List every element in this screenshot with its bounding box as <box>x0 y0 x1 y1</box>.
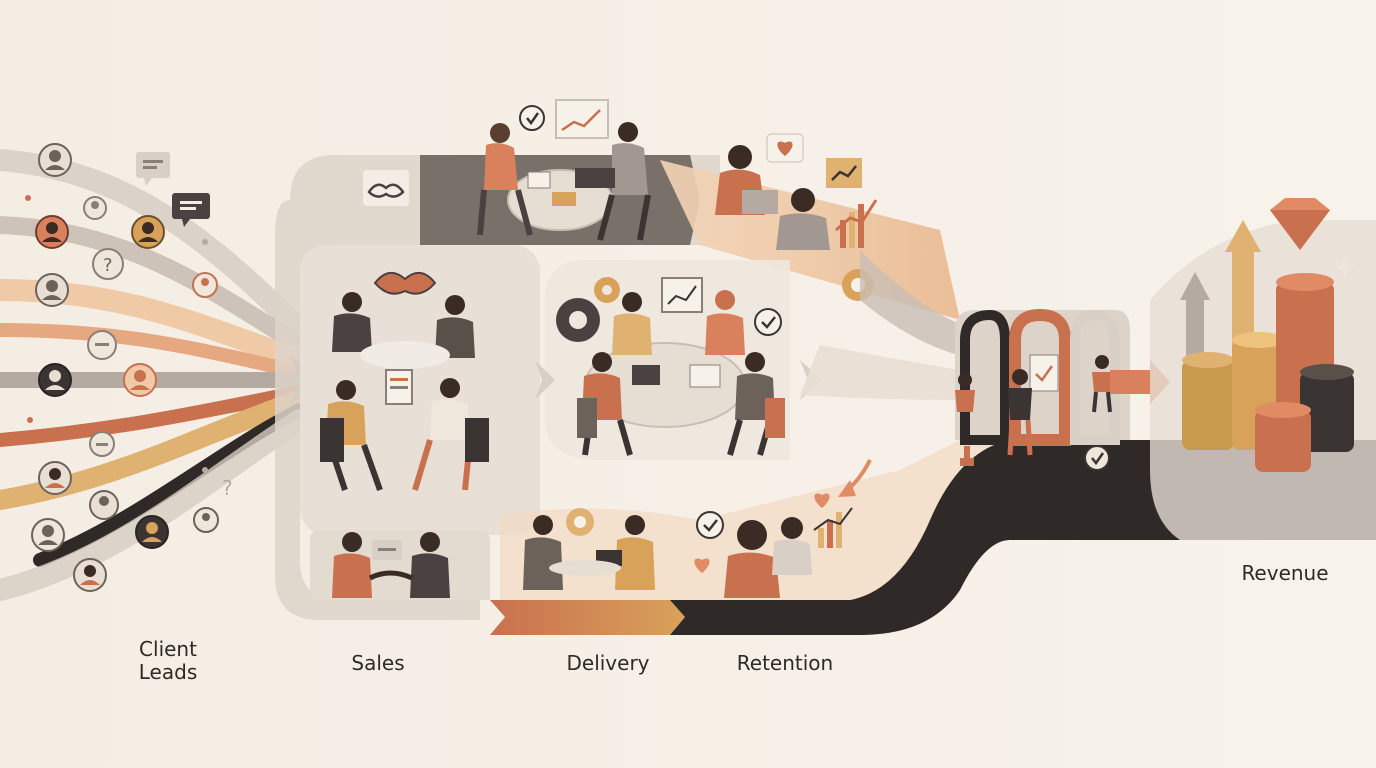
growth-chart-icon <box>661 277 703 313</box>
delivery-scene <box>545 260 790 460</box>
stage-label-delivery: Delivery <box>566 651 650 675</box>
stage-label-client-leads: Client Leads <box>138 637 198 684</box>
approval-gate <box>955 308 1130 471</box>
arch-middle <box>1009 308 1071 446</box>
person-suit-left <box>332 292 372 352</box>
person-handshake-left <box>332 532 372 598</box>
person-team-2 <box>705 290 745 355</box>
coin-stack-icon <box>1182 273 1354 472</box>
person-support-woman <box>724 520 780 598</box>
sparkle-icon <box>1334 256 1356 278</box>
person-left <box>477 123 533 236</box>
chat-bubble-icon <box>172 193 210 227</box>
checkmark-icon <box>754 308 782 336</box>
lead-avatars <box>31 143 219 592</box>
arch-left <box>960 309 1010 445</box>
upper-flow <box>860 250 980 360</box>
chat-bubble-icon <box>87 330 117 360</box>
bottom-band <box>490 600 685 635</box>
chat-bubble-icon <box>372 540 402 560</box>
svg-text:?: ? <box>103 255 113 276</box>
top-meeting-scene <box>477 99 651 241</box>
growth-chart-icon <box>826 158 862 188</box>
person-avatar-icon <box>135 515 169 549</box>
person-avatar-icon <box>38 461 72 495</box>
stage-label-revenue: Revenue <box>1241 561 1329 585</box>
lead-chat-bubbles: ? ? <box>25 152 233 500</box>
gear-icon <box>594 277 620 303</box>
gear-icon <box>556 298 600 342</box>
stream-rust-2 <box>0 385 307 447</box>
person-avatar-icon <box>193 507 219 533</box>
gear-icon <box>566 508 594 536</box>
chat-bubble-icon <box>136 152 170 186</box>
person-avatar-icon <box>83 196 107 220</box>
up-arrow-icon <box>1225 220 1261 350</box>
question-mark-icon: ? <box>222 476 233 500</box>
checkmark-icon <box>1035 365 1054 382</box>
person-avatar-icon <box>73 558 107 592</box>
person-handshake-right <box>410 532 450 598</box>
person-woman-laptop <box>715 145 778 215</box>
person-suit-right <box>435 295 475 358</box>
heart-icon <box>694 558 710 573</box>
person-avatar-icon <box>31 518 65 552</box>
sales-scenes <box>320 272 489 492</box>
stamp-icon <box>960 446 974 466</box>
person-support-agent <box>776 188 830 250</box>
person-avatar-icon <box>35 273 69 307</box>
person-avatar-icon <box>192 272 218 298</box>
person-delivery-right <box>615 515 655 590</box>
checkmark-icon <box>1084 445 1110 471</box>
diamond-icon <box>1270 198 1330 250</box>
bottom-scenes <box>332 459 872 598</box>
stage-label-retention: Retention <box>736 651 834 675</box>
heart-icon <box>814 493 830 508</box>
heart-icon <box>766 133 804 163</box>
person-approver-left <box>955 373 975 412</box>
checkmark-icon <box>519 105 545 131</box>
person-woman-right <box>412 378 473 491</box>
up-arrow-icon <box>1180 272 1210 360</box>
checkmark-icon <box>696 511 724 539</box>
question-bubble-icon: ? <box>92 248 124 280</box>
stream-taupe-bottom <box>0 409 311 601</box>
delivery-arrow-head <box>535 360 555 400</box>
stage-label-founder-approvals: Founder Approvals <box>985 484 1085 531</box>
growth-chart-icon <box>555 99 609 139</box>
document-icon <box>385 369 413 405</box>
person-avatar-icon <box>38 363 72 397</box>
handshake-icon <box>368 570 414 581</box>
person-avatar-icon <box>38 143 72 177</box>
stream-dark-1 <box>33 403 307 567</box>
person-founder <box>1007 369 1033 456</box>
stage-label-sales: Sales <box>351 651 405 675</box>
arch-right <box>1070 309 1120 445</box>
handshake-icon <box>373 272 437 295</box>
person-support-man <box>772 517 812 575</box>
person-avatar-icon <box>123 363 157 397</box>
stream-rust-1 <box>0 323 307 379</box>
growth-chart-icon <box>835 199 878 248</box>
handshake-icon <box>363 170 409 206</box>
chat-bubble-icon <box>89 431 115 457</box>
middle-flow <box>800 345 960 400</box>
person-avatar-icon <box>35 215 69 249</box>
person-avatar-icon <box>89 490 119 520</box>
revenue-area <box>1150 198 1376 540</box>
person-approver-right <box>1092 355 1112 413</box>
growth-chart-icon <box>813 507 853 548</box>
person-team-1 <box>612 292 652 355</box>
person-delivery-left <box>523 515 563 590</box>
person-right <box>575 122 651 241</box>
person-avatar-icon <box>131 215 165 249</box>
